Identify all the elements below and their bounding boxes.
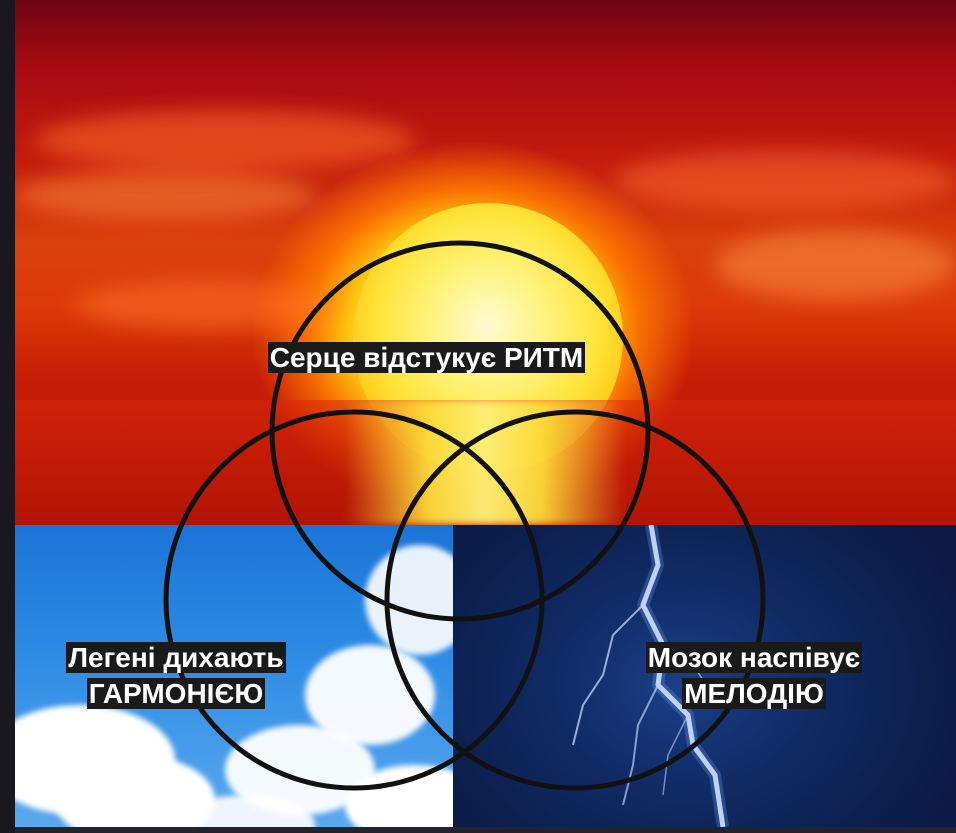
lungs-label-line2: ГАРМОНІЄЮ [87, 678, 266, 709]
heart-caption: Серце відстукує РИТМ [229, 340, 624, 376]
brain-label-line1: Мозок наспівує [646, 642, 862, 673]
venn-circle-heart [272, 243, 648, 619]
lungs-caption: Легені дихають ГАРМОНІЄЮ [36, 640, 316, 712]
heart-label: Серце відстукує РИТМ [268, 342, 585, 373]
lungs-label-line1: Легені дихають [66, 642, 285, 673]
brain-label-line2: МЕЛОДІЮ [682, 678, 826, 709]
venn-circle-brain [387, 412, 763, 788]
venn-circle-lungs [166, 412, 542, 788]
brain-caption: Мозок наспівує МЕЛОДІЮ [614, 640, 894, 712]
